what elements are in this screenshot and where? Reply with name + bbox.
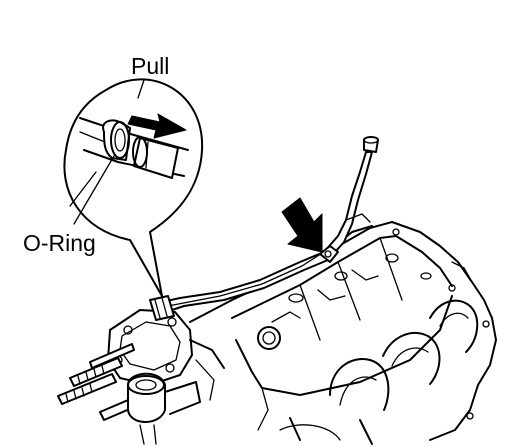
studs <box>57 343 135 421</box>
bypass-pipe <box>149 136 379 321</box>
arrow-down-right-icon <box>281 197 323 253</box>
water-pump-boss <box>127 372 201 445</box>
arrow-right-icon <box>127 113 187 139</box>
engine-block <box>189 221 497 445</box>
detail-callout <box>63 78 204 297</box>
o-ring-label: O-Ring <box>23 230 96 256</box>
cylinder-bores <box>329 299 479 411</box>
pull-label: Pull <box>131 53 170 79</box>
pull-leader-line <box>137 79 145 99</box>
